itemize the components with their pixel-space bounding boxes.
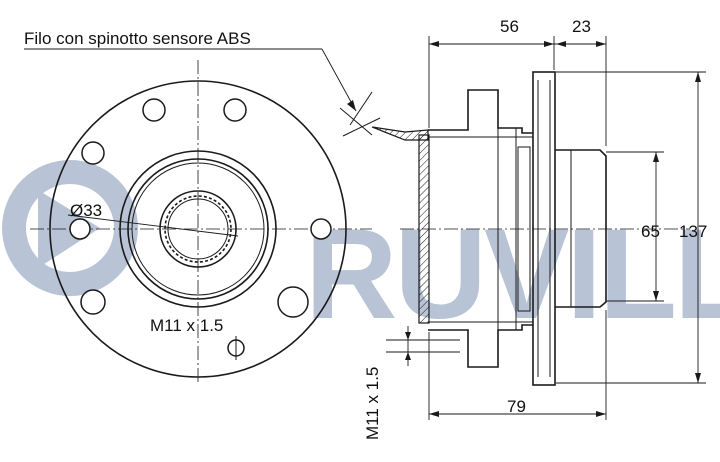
- dim-arrow-icon: [556, 41, 566, 47]
- side-thread-label: M11 x 1.5: [363, 367, 382, 440]
- dim-arrow-icon: [405, 352, 411, 360]
- sensor-connector: [371, 126, 429, 141]
- hub-ring: [127, 158, 269, 300]
- front-thread-label: M11 x 1.5: [150, 316, 223, 335]
- dim-arrow-icon: [429, 411, 439, 417]
- pilot: [555, 149, 607, 308]
- annotation: Filo con spinotto sensore ABS: [24, 29, 357, 112]
- dim-arrow-icon: [695, 373, 701, 383]
- dim-arrow-icon: [653, 291, 659, 301]
- dim-arrow-icon: [653, 152, 659, 162]
- side-view: [339, 71, 690, 386]
- pilot-width-label: 23: [572, 17, 591, 36]
- pilot-diameter-label: 65: [641, 222, 660, 241]
- dim-arrow-icon: [596, 411, 606, 417]
- wire-break-line: [349, 91, 373, 126]
- bolt-hole: [81, 141, 105, 165]
- bearing-seal: [517, 146, 531, 312]
- hatched-section: [418, 134, 430, 324]
- dim-arrow-icon: [596, 41, 606, 47]
- front-view: Ø33 M11 x 1.5: [30, 60, 372, 385]
- spline-bore-outer: [159, 190, 237, 268]
- dim-arrow-icon: [544, 41, 554, 47]
- bore-diameter-leader: [67, 214, 239, 237]
- wire-break-line: [342, 117, 381, 137]
- bore-diameter-label: Ø33: [70, 201, 102, 220]
- hub-flange: [532, 71, 556, 386]
- bolt-hole: [310, 218, 332, 240]
- sensor-wire-label: Filo con spinotto sensore ABS: [24, 29, 251, 48]
- bolt-hole: [80, 289, 106, 315]
- bearing-body: [428, 89, 533, 368]
- leader-arrow-icon: [347, 100, 356, 111]
- flange-outline: [49, 80, 347, 378]
- dim-arrow-icon: [405, 332, 411, 340]
- flange-width-label: 56: [500, 17, 519, 36]
- hub-center: [119, 150, 277, 308]
- bolt-hole: [223, 98, 247, 122]
- ruville-logo: RUVILLE: [2, 160, 720, 346]
- bolt-hole: [69, 218, 91, 240]
- flange-diameter-label: 137: [679, 222, 707, 241]
- spline-bore-inner: [167, 198, 229, 260]
- hub-outer-ring: [119, 150, 277, 308]
- dim-arrow-icon: [695, 72, 701, 82]
- bolt-holes: [69, 98, 332, 360]
- overall-width-label: 79: [507, 397, 526, 416]
- spline-teeth: [164, 195, 232, 263]
- dim-arrow-icon: [429, 41, 439, 47]
- hub-inner-ring: [131, 162, 265, 296]
- label-leader: [321, 48, 357, 112]
- sensor-wire: [339, 107, 373, 136]
- dimension-lines: 56 23 79 65 137 M11 x 1.5: [363, 17, 707, 440]
- bolt-hole: [277, 286, 309, 318]
- bolt-hole: [142, 98, 166, 122]
